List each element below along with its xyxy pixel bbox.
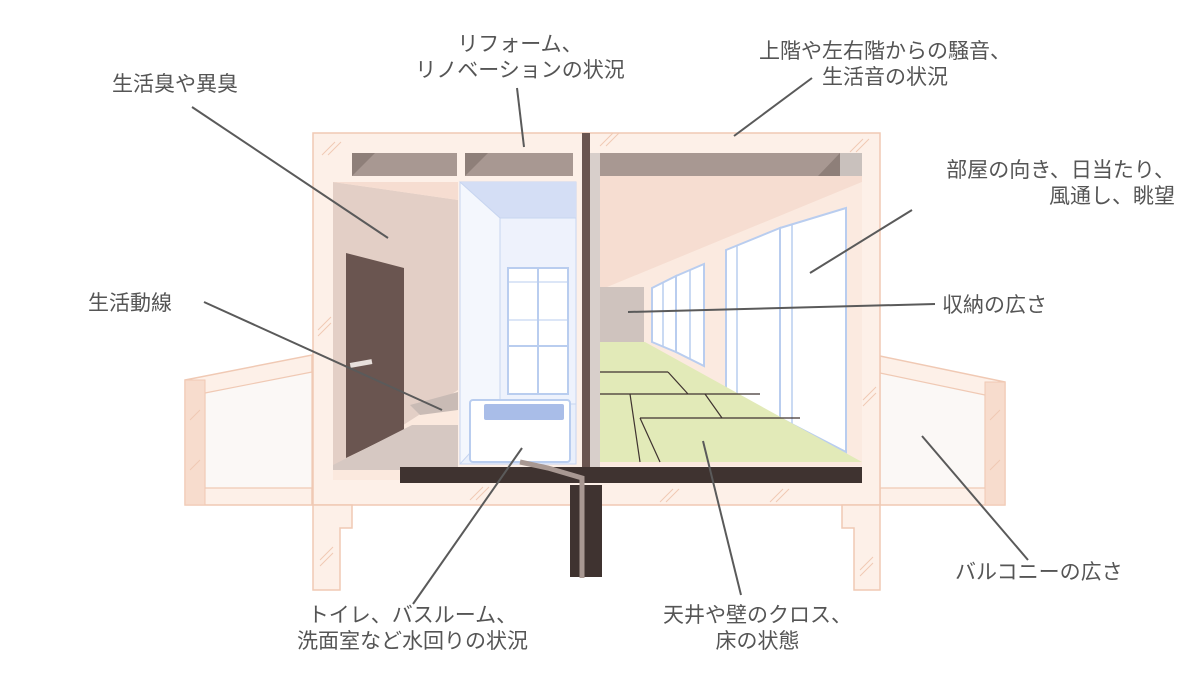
label-noise: 上階や左右階からの騒音、 生活音の状況 xyxy=(759,39,1011,89)
label-water: トイレ、バスルーム、 洗面室など水回りの状況 xyxy=(297,603,528,653)
leader-movement xyxy=(203,301,443,411)
leader-lines xyxy=(191,77,1029,605)
right-room xyxy=(600,176,862,466)
label-odor: 生活臭や異臭 xyxy=(112,72,238,96)
leader-odor xyxy=(191,106,389,239)
left-balcony xyxy=(184,354,313,506)
storage-closet xyxy=(600,287,644,342)
leader-noise xyxy=(733,77,813,137)
label-movement: 生活動線 xyxy=(88,291,172,315)
leader-orientation xyxy=(809,209,913,274)
window-near xyxy=(725,226,781,420)
leader-balcony xyxy=(921,435,1029,561)
leader-surfaces xyxy=(702,440,742,596)
right-balcony xyxy=(879,355,1006,506)
leader-water xyxy=(412,447,523,605)
label-reform: リフォーム、 リノベーションの状況 xyxy=(415,32,625,82)
partition-wall xyxy=(582,133,590,468)
label-storage: 収納の広さ xyxy=(942,293,1047,317)
label-surfaces: 天井や壁のクロス、 床の状態 xyxy=(663,603,852,653)
floor-slab xyxy=(400,459,862,578)
bathroom xyxy=(459,180,577,466)
door xyxy=(346,253,404,458)
left-room xyxy=(333,182,458,480)
label-balcony: バルコニーの広さ xyxy=(955,560,1123,584)
leader-reform xyxy=(516,87,525,148)
window-far xyxy=(651,274,677,354)
label-orientation: 部屋の向き、日当たり、 風通し、眺望 xyxy=(946,158,1175,208)
ceiling-beams xyxy=(352,153,862,176)
leader-storage xyxy=(627,303,936,313)
door-handle xyxy=(349,359,373,368)
